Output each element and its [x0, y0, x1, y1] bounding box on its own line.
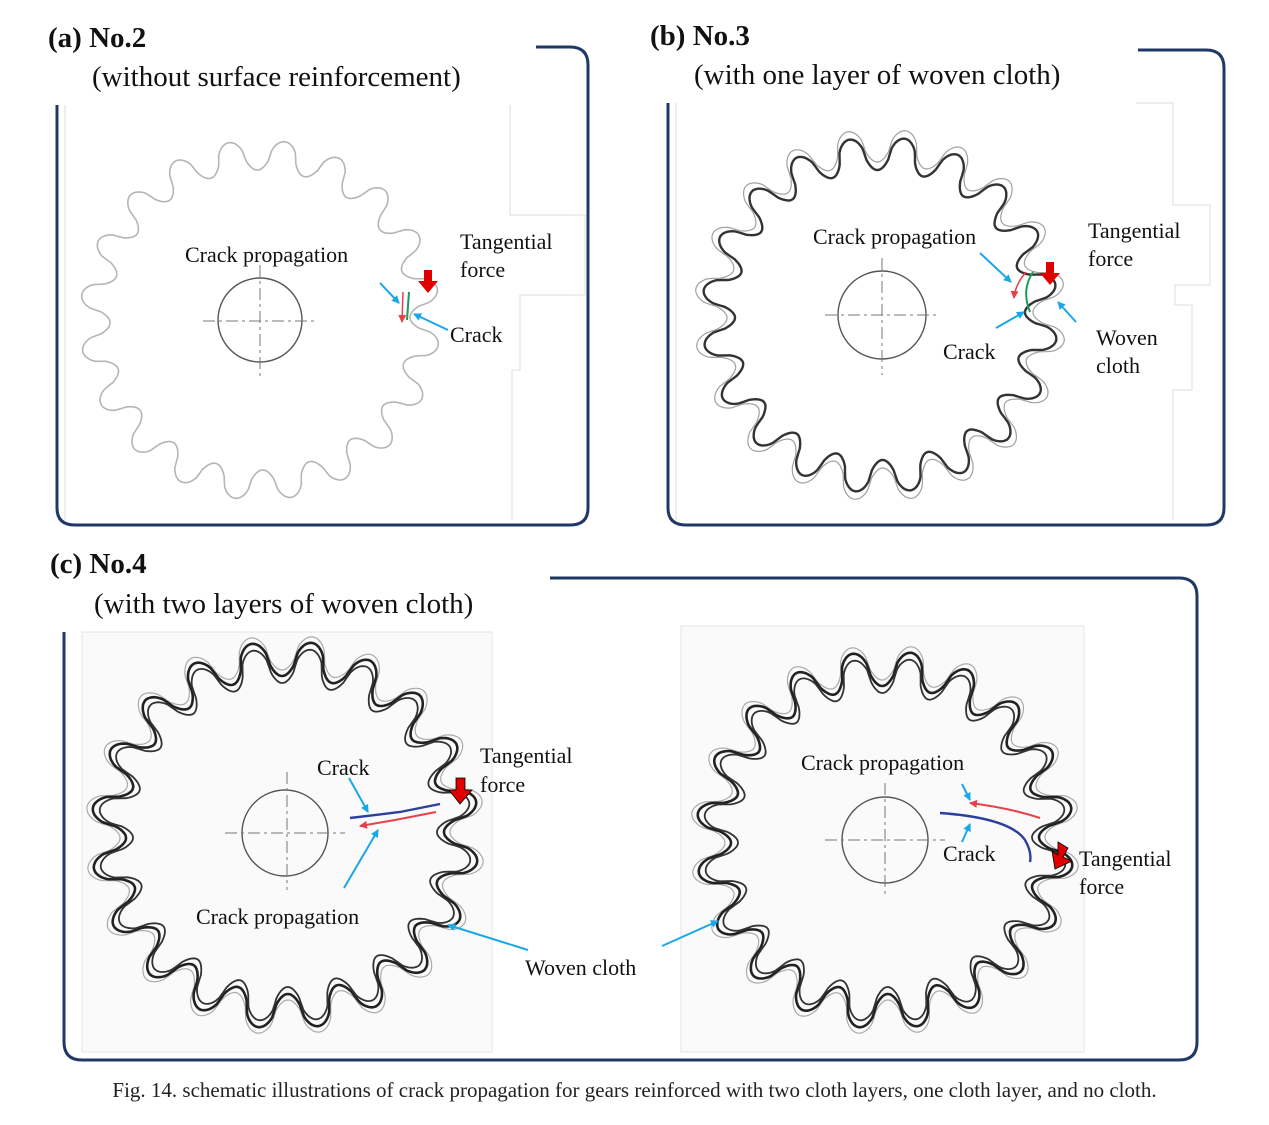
panel-c-left-crack-propagation-label: Crack propagation	[196, 904, 359, 929]
panel-c-right-force-arrow	[1051, 841, 1073, 870]
panel-b-propagation-pointer	[979, 252, 1012, 283]
panel-b-force-arrow	[1040, 262, 1060, 285]
panel-b-woven-pointer	[1057, 301, 1077, 323]
panel-b-tangential-label: Tangential	[1088, 218, 1181, 243]
panel-b: (b) No.3 (with one layer of woven cloth)…	[648, 15, 1226, 527]
panel-a: (a) No.2 (without surface reinforcement)…	[25, 15, 590, 527]
panel-c-left-propagation-pointer	[343, 829, 379, 889]
panel-b-cloth-label: cloth	[1096, 353, 1140, 378]
panel-a-crack-line	[406, 291, 410, 321]
panel-c-left-gear-cloth-2	[98, 648, 472, 1022]
panel-a-label: (a) No.2	[48, 22, 146, 54]
panel-a-crack-pointer	[413, 313, 449, 331]
panel-c-right-crack-pointer	[961, 823, 971, 843]
panel-a-image-border	[64, 105, 586, 520]
panel-a-tangential-label: Tangential	[460, 229, 553, 254]
panel-c-right-gear-cloth-1	[696, 651, 1074, 1029]
panel-b-crack-label: Crack	[943, 339, 996, 364]
panel-b-crack-line	[1025, 271, 1034, 313]
panel-a-force-label: force	[460, 257, 505, 282]
panel-c-label: (c) No.4	[50, 548, 147, 580]
panel-c-left-gear-outer	[86, 636, 484, 1034]
panel-c-left-tangential-label: Tangential	[480, 743, 573, 768]
panel-a-subtitle: (without surface reinforcement)	[92, 61, 461, 93]
panel-b-force-label: force	[1088, 246, 1133, 271]
panel-b-frame	[666, 48, 1226, 527]
panel-c-right-gear-outer	[691, 646, 1079, 1034]
panel-c-right-crack-propagation-label: Crack propagation	[801, 750, 964, 775]
panel-b-crack-propagation-label: Crack propagation	[813, 224, 976, 249]
panel-a-center-hole	[203, 265, 318, 380]
panel-c-left-crack-pointer	[348, 777, 369, 813]
panel-b-propagation-arrow	[1010, 271, 1027, 299]
panel-a-title-box	[25, 15, 535, 105]
panel-a-propagation-pointer	[379, 282, 400, 304]
panel-c-left-propagation-arrow	[359, 811, 437, 829]
panel-a-gear	[80, 140, 440, 500]
panel-b-subtitle: (with one layer of woven cloth)	[694, 59, 1060, 91]
panel-c-right-propagation-arrow	[969, 799, 1041, 819]
panel-a-force-arrow	[418, 270, 438, 293]
panel-b-gear-outer	[695, 130, 1065, 500]
panel-c-left-force-label: force	[480, 772, 525, 797]
panel-c-right-propagation-pointer	[961, 783, 971, 801]
panel-b-label: (b) No.3	[650, 20, 750, 52]
panel-b-title-box	[648, 15, 1136, 103]
panel-c-right-image-box	[680, 625, 1085, 1053]
panel-c-woven-pointer-right	[661, 920, 719, 947]
panel-b-image-border	[675, 102, 1211, 520]
panel-c-left-crack-label: Crack	[317, 755, 370, 780]
panel-c-left-force-arrow	[448, 777, 473, 805]
panel-a-propagation-arrow	[398, 291, 407, 323]
panel-c-right-crack-line	[939, 811, 1032, 863]
panel-a-crack-propagation-label: Crack propagation	[185, 242, 348, 267]
panel-c-left-crack-line	[349, 802, 441, 820]
panel-c-woven-pointer-left	[447, 923, 529, 951]
panel-c-woven-cloth-label: Woven cloth	[525, 955, 636, 980]
panel-b-center-hole	[825, 258, 940, 375]
panel-c-right-force-label: force	[1079, 874, 1124, 899]
panel-b-woven-label: Woven	[1096, 325, 1158, 350]
panel-c-right-center-hole	[825, 783, 945, 898]
figure-caption: Fig. 14. schematic illustrations of crac…	[112, 1078, 1157, 1102]
panel-b-crack-pointer	[995, 311, 1025, 329]
panel-c-right-crack-label: Crack	[943, 841, 996, 866]
panel-c: (c) No.4 (with two layers of woven cloth…	[46, 544, 1199, 1062]
panel-a-crack-label: Crack	[450, 322, 503, 347]
panel-c-right-gear-cloth-2	[703, 658, 1067, 1022]
panel-c-title-box	[46, 544, 548, 632]
panel-c-right-tangential-label: Tangential	[1079, 846, 1172, 871]
panel-a-frame	[55, 45, 590, 527]
panel-c-frame	[62, 576, 1199, 1062]
panel-c-left-gear-cloth-1	[91, 641, 479, 1029]
panel-c-left-center-hole	[225, 772, 345, 890]
panel-b-gear-cloth	[702, 137, 1058, 493]
panel-c-subtitle: (with two layers of woven cloth)	[94, 588, 473, 620]
